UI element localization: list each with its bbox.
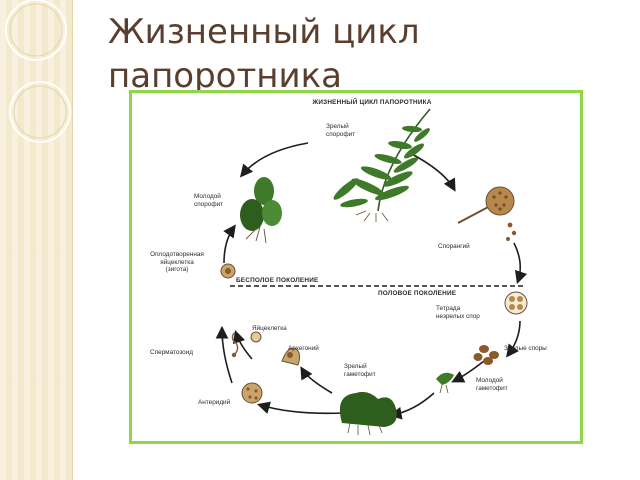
- arrow-antheridium-to-zygote: [215, 325, 233, 384]
- label-young-sporophyte: Молодой спорофит: [194, 193, 224, 208]
- mature-sporophyte-illustration: [333, 108, 431, 222]
- antheridium-illustration: [241, 382, 263, 404]
- arrow-spores-to-young-gametophyte: [451, 360, 485, 383]
- arrow-gametophyte-to-antheridium: [256, 401, 345, 415]
- mature-spores-illustration: [473, 345, 499, 365]
- decorative-circles: [5, 0, 71, 143]
- label-zygote: Оплодотворенная яйцеклетка (зигота): [150, 251, 204, 274]
- young-gametophyte-illustration: [436, 372, 454, 394]
- arrow-sporophyte-to-young: [239, 142, 309, 178]
- sporangium-illustration: [457, 186, 517, 241]
- spermatozoid-illustration: [231, 332, 239, 358]
- label-antheridium: Антеридий: [198, 399, 231, 406]
- label-egg-cell: Яйцеклетка: [252, 325, 287, 332]
- diagram-heading: ЖИЗНЕННЫЙ ЦИКЛ ПАПОРОТНИКА: [312, 99, 432, 106]
- label-asexual-generation: БЕСПОЛОЕ ПОКОЛЕНИЕ: [236, 277, 319, 284]
- arrow-tetrad-to-spores: [506, 320, 521, 358]
- arrow-sporophyte-to-sporangium: [409, 152, 456, 192]
- young-sporophyte-illustration: [240, 177, 282, 244]
- arrow-zygote-to-young-sporophyte: [223, 224, 236, 264]
- label-archegonium: Архегоний: [288, 345, 319, 352]
- zygote-illustration: [220, 263, 236, 279]
- label-spermatozoid: Сперматозоид: [150, 349, 194, 356]
- fern-life-cycle-diagram: [215, 108, 528, 436]
- decorative-side-band: [0, 0, 73, 480]
- arrow-gametophyte-to-archegonium: [300, 366, 333, 394]
- arrow-sporangium-to-tetrad: [513, 242, 528, 285]
- label-sexual-generation: ПОЛОВОЕ ПОКОЛЕНИЕ: [378, 290, 457, 297]
- diagram-frame: ЖИЗНЕННЫЙ ЦИКЛ ПАПОРОТНИКА Зрелый спороф…: [129, 90, 583, 444]
- egg-cell-illustration: [250, 331, 262, 343]
- slide-title: Жизненный цикл папоротника: [108, 12, 420, 96]
- label-mature-spores: Зрелые споры: [504, 345, 547, 352]
- label-tetrad: Тетрада незрелых спор: [436, 305, 480, 320]
- label-mature-gametophyte: Зрелый гаметофит: [344, 363, 376, 378]
- arrow-young-to-mature-gametophyte: [388, 392, 435, 420]
- label-mature-sporophyte: Зрелый спорофит: [326, 123, 356, 138]
- mature-gametophyte-illustration: [339, 391, 397, 436]
- label-sporangium: Спорангий: [438, 243, 470, 250]
- archegonium-illustration: [281, 347, 301, 366]
- cycle-arrows: [215, 142, 528, 420]
- arrow-spermatozoid-to-egg: [232, 329, 253, 360]
- label-young-gametophyte: Молодой гаметофит: [476, 377, 508, 392]
- tetrad-illustration: [504, 291, 528, 315]
